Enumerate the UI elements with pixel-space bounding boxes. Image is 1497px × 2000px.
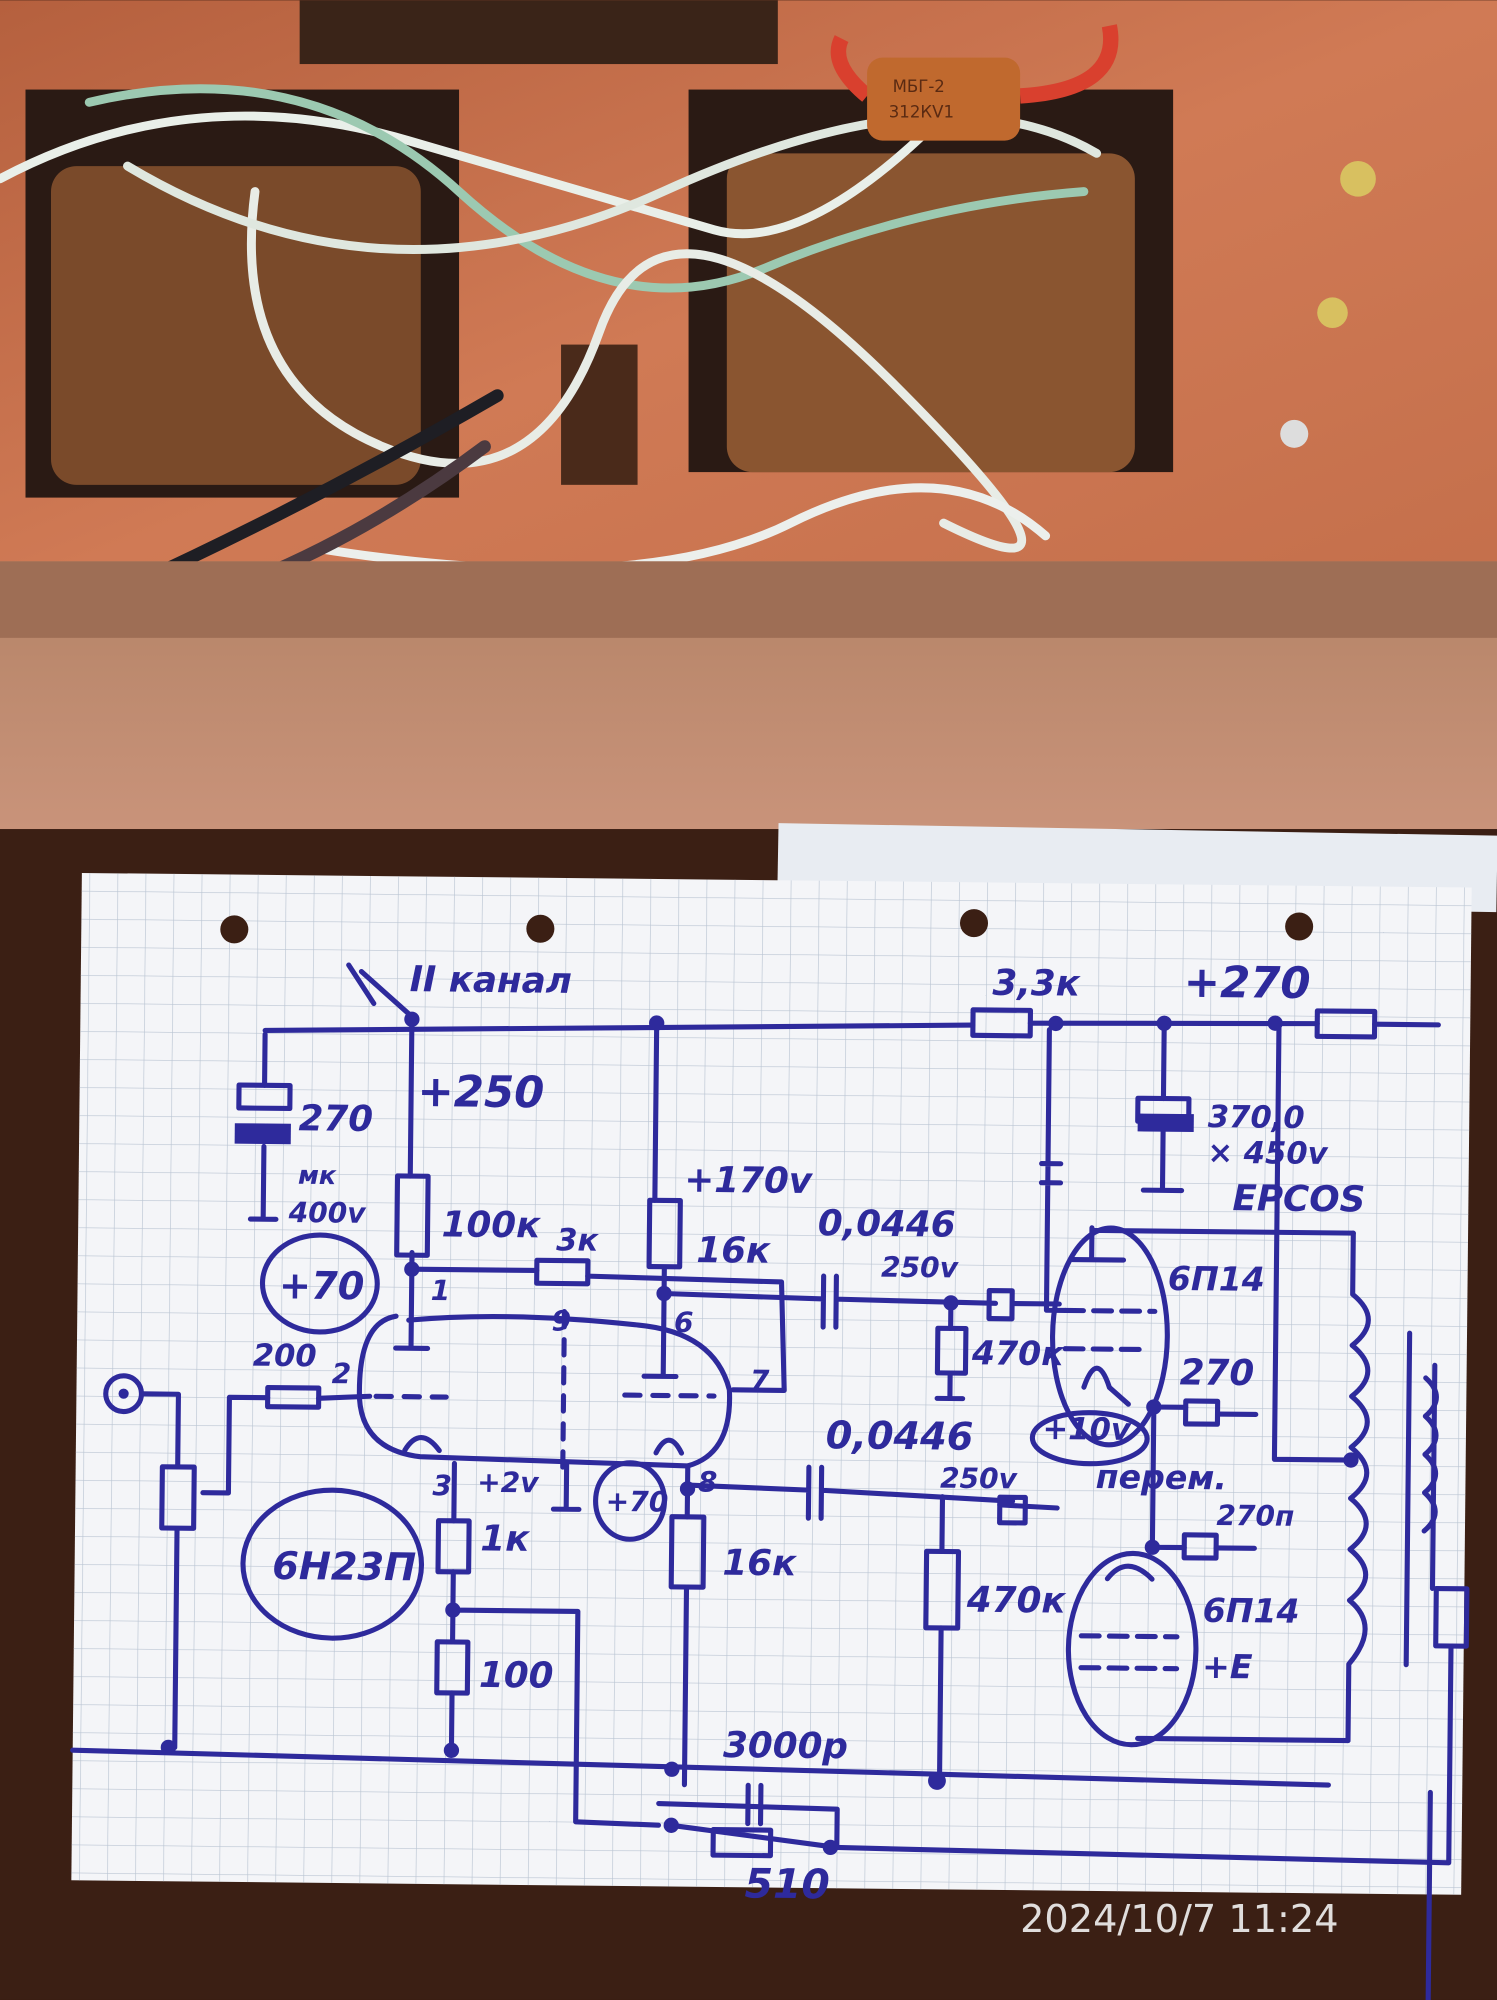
filter-cap-voltage: 400v xyxy=(288,1196,368,1230)
pin-label: 9 xyxy=(551,1305,571,1338)
pin-label: 8 xyxy=(698,1466,718,1499)
filter-cap-value: 270 xyxy=(298,1098,373,1140)
cathode-res-top-label: 270 xyxy=(1179,1352,1254,1394)
schematic-wiring xyxy=(70,962,1470,2000)
left-rail-voltage: +250 xyxy=(417,1067,544,1118)
res-3k-label: 3к xyxy=(556,1223,600,1258)
pin-label: 1 xyxy=(431,1274,451,1307)
feedback-res-label: 510 xyxy=(744,1860,830,1909)
filter-cap-unit: мк xyxy=(298,1161,337,1191)
coupling-cap-1-label: 0,0446 xyxy=(818,1203,956,1245)
feedback-cap-label: 3000р xyxy=(723,1725,848,1767)
driver-tube-label: 6Н23П xyxy=(272,1544,416,1591)
output-tube-bottom-label: 6П14 xyxy=(1203,1591,1300,1631)
pin-label: 2 xyxy=(332,1357,352,1390)
cathode-voltage: +2v xyxy=(477,1466,540,1500)
input-res-label: 200 xyxy=(253,1339,317,1375)
main-cap-brand: EPCOS xyxy=(1232,1178,1365,1220)
schematic-labels: II канал +250 270 мк 400v 100к +70 3к +1… xyxy=(253,958,1366,1909)
grid-leak-2-label: 470к xyxy=(966,1580,1067,1622)
circled-voltage-2: +70 xyxy=(606,1485,669,1519)
res-100-label: 100 xyxy=(479,1655,554,1697)
output-tube-top-label: 6П14 xyxy=(1168,1259,1265,1299)
terminal-strip xyxy=(561,344,638,485)
pin-label: 6 xyxy=(674,1306,694,1339)
capacitor-marking-code: 312КV1 xyxy=(889,103,954,122)
main-cap-voltage: × 450v xyxy=(1207,1136,1329,1172)
anode-res-1-label: 100к xyxy=(441,1204,541,1246)
coupling-cap-2-voltage: 250v xyxy=(940,1462,1019,1496)
grid-leak-1-label: 470к xyxy=(971,1333,1066,1373)
anode-res-2-label: 16к xyxy=(696,1230,771,1272)
schematic-sheet: II канал +250 270 мк 400v 100к +70 3к +1… xyxy=(70,872,1472,2000)
capacitor-marking-type: МБГ-2 xyxy=(893,77,945,96)
right-rail-voltage: +270 xyxy=(1184,958,1311,1009)
capacitor: МБГ-2 312КV1 xyxy=(830,24,1119,141)
output-cathode-voltage: +10v xyxy=(1042,1412,1132,1448)
photo-timestamp: 2024/10/7 11:24 xyxy=(1020,1897,1339,1942)
pin-label: 3 xyxy=(432,1469,452,1502)
output-tube-note: +E xyxy=(1202,1647,1253,1687)
res-1k-label: 1к xyxy=(480,1518,530,1560)
coupling-cap-1-voltage: 250v xyxy=(881,1251,960,1285)
channel-label: II канал xyxy=(410,959,573,1002)
rail-res-label: 3,3к xyxy=(992,963,1081,1005)
stage1-anode-voltage: +170v xyxy=(684,1160,814,1202)
main-cap-value: 370,0 xyxy=(1208,1100,1305,1136)
circled-voltage-1: +70 xyxy=(279,1263,365,1309)
res-16k-label: 16к xyxy=(722,1543,797,1585)
trim-label: перем. xyxy=(1096,1457,1228,1497)
coupling-cap-2-label: 0,0446 xyxy=(826,1413,974,1460)
cathode-res-bottom-label: 270п xyxy=(1216,1499,1294,1533)
pin-label: 7 xyxy=(750,1364,770,1397)
